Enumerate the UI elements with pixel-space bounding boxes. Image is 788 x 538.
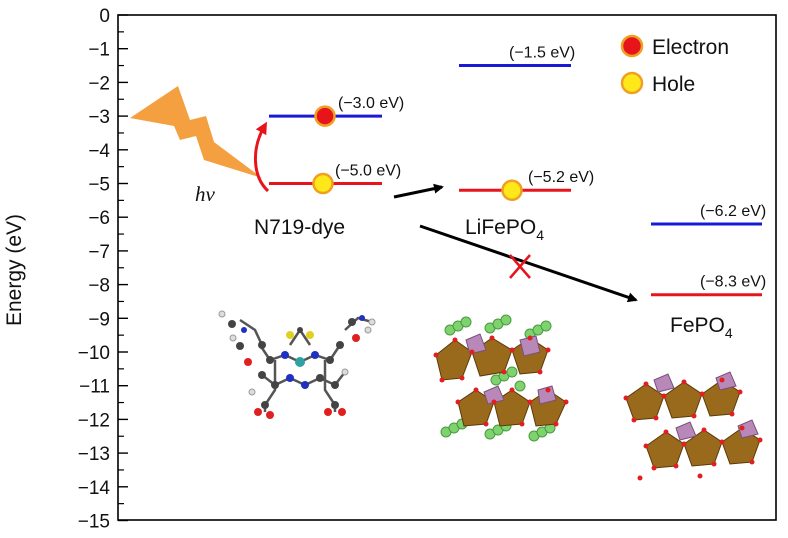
electron-marker [314,105,336,127]
lifepo4-crystal-illustration [433,314,569,442]
blocked-cross-icon [509,254,531,279]
lfp-cbm-value: (−1.5 eV) [509,45,575,62]
y-tick-label: −4 [88,141,110,162]
legend-hole-label: Hole [652,73,695,96]
hole-marker-lifepo4 [501,179,523,201]
fp-cbm-value: (−6.2 eV) [700,203,766,220]
y-axis-label: Energy (eV) [3,214,26,326]
lightning-icon [130,86,262,178]
lfp-vbm-value: (−5.2 eV) [528,169,594,186]
y-tick-label: −10 [78,343,110,364]
y-tick-label: −3 [88,107,110,128]
n719-molecule-illustration [218,310,376,419]
y-tick-label: −5 [88,175,110,196]
y-tick-label: −15 [78,512,110,533]
y-tick-label: −11 [79,377,110,398]
legend-electron-label: Electron [652,36,729,59]
y-axis-ticks: 0 −1 −2 −3 −4 −5 −6 −7 −8 −9 −10 −11 −12 −13 −14 −15 [78,6,128,533]
dye-lumo-value: (−3.0 eV) [338,95,404,112]
excitation-arrow [253,121,270,193]
legend: Electron Hole [620,34,729,96]
y-tick-label: −8 [88,276,110,297]
y-tick-label: −2 [88,73,110,94]
y-tick-label: 0 [99,6,110,27]
y-tick-label: −14 [78,478,111,499]
y-tick-label: −1 [88,40,110,61]
legend-hole-marker [620,71,644,95]
lifepo4-material-label: LiFePO4 [465,216,544,243]
photon-label: hν [195,182,216,206]
fepo4-material-label: FePO4 [670,314,733,341]
fepo4-crystal-illustration [623,371,763,481]
hole-transfer-arrow [393,183,444,199]
fp-vbm-value: (−8.3 eV) [700,274,766,291]
legend-electron-marker [620,34,644,58]
y-tick-label: −9 [88,309,110,330]
hole-marker-dye [312,172,334,195]
dye-material-label: N719-dye [254,216,345,239]
dye-homo-value: (−5.0 eV) [335,163,401,180]
y-tick-label: −13 [78,444,110,465]
y-tick-label: −12 [78,410,110,431]
blocked-transfer-arrow [419,224,638,303]
y-tick-label: −7 [88,242,110,263]
y-tick-label: −6 [88,208,110,229]
